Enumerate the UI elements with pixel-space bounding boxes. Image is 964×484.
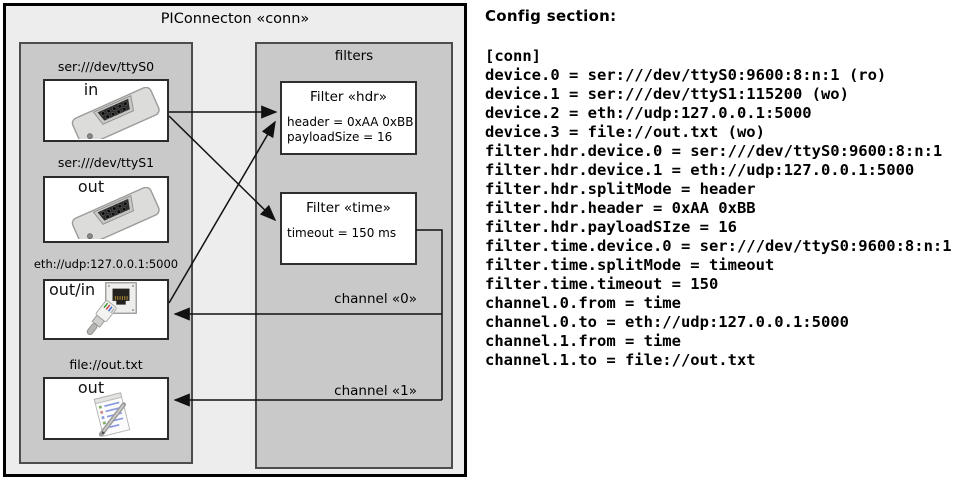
filter-time-title: Filter «time» — [306, 200, 391, 216]
diagram-title: PIConnecton «conn» — [160, 11, 310, 27]
piconnecton-diagram: PIConnecton «conn» ser:///dev/ttyS0 in — [3, 3, 467, 477]
config-line: filter.time.device.0 = ser:///dev/ttyS0:… — [485, 237, 952, 255]
serial-connector-icon — [71, 87, 160, 139]
config-panel: Config section: [conn] device.0 = ser://… — [483, 0, 964, 484]
device-url-label-eth: eth://udp:127.0.0.1:5000 — [33, 257, 179, 271]
device-url-label-ttys0: ser:///dev/ttyS0 — [57, 59, 155, 74]
device-box-eth: out/in — [43, 279, 169, 340]
notepad-icon — [93, 392, 131, 437]
config-line: channel.1.to = file://out.txt — [485, 351, 756, 369]
config-listing: [conn] device.0 = ser:///dev/ttyS0:9600:… — [485, 47, 952, 370]
config-line: filter.hdr.header = 0xAA 0xBB — [485, 199, 756, 217]
filter-hdr-attr-header: header = 0xAA 0xBB — [287, 115, 414, 129]
filter-box-hdr: Filter «hdr» header = 0xAA 0xBB payloadS… — [280, 81, 417, 155]
filter-hdr-attr-payloadsize: payloadSize = 16 — [287, 130, 393, 144]
device-direction-label: out — [77, 177, 105, 196]
device-direction-label: in — [83, 80, 99, 99]
config-heading: Config section: — [485, 7, 617, 25]
device-box-ttys1: out — [43, 176, 169, 243]
config-line: device.2 = eth://udp:127.0.0.1:5000 — [485, 104, 812, 122]
config-line: device.1 = ser:///dev/ttyS1:115200 (wo) — [485, 85, 849, 103]
config-line: filter.hdr.payloadSIze = 16 — [485, 218, 737, 236]
config-line: filter.hdr.device.0 = ser:///dev/ttyS0:9… — [485, 142, 943, 160]
config-line: filter.time.timeout = 150 — [485, 275, 719, 293]
filter-box-time: Filter «time» timeout = 150 ms — [280, 192, 417, 265]
config-line: device.0 = ser:///dev/ttyS0:9600:8:n:1 (… — [485, 66, 887, 84]
config-line: channel.1.from = time — [485, 332, 681, 350]
config-line: filter.hdr.splitMode = header — [485, 180, 756, 198]
config-line: channel.0.from = time — [485, 294, 681, 312]
devices-group: ser:///dev/ttyS0 in ser — [19, 42, 193, 464]
channel-1-label: channel «1» — [334, 383, 417, 399]
device-direction-label: out/in — [49, 280, 96, 299]
filters-group-title: filters — [334, 48, 374, 64]
config-line: filter.time.splitMode = timeout — [485, 256, 775, 274]
filters-group: filters Filter «hdr» header = 0xAA 0xBB … — [255, 42, 453, 469]
filter-time-attr-timeout: timeout = 150 ms — [287, 226, 397, 240]
rj45-plug-icon — [86, 300, 117, 336]
device-url-label-ttys1: ser:///dev/ttyS1 — [57, 155, 155, 170]
device-box-ttys0: in — [43, 79, 169, 142]
device-box-file: out — [43, 377, 169, 440]
serial-connector-icon — [71, 187, 160, 239]
channel-0-label: channel «0» — [334, 291, 417, 307]
filter-hdr-title: Filter «hdr» — [310, 89, 387, 105]
config-line: filter.hdr.device.1 = eth://udp:127.0.0.… — [485, 161, 915, 179]
config-line: device.3 = file://out.txt (wo) — [485, 123, 765, 141]
config-line: channel.0.to = eth://udp:127.0.0.1:5000 — [485, 313, 849, 331]
config-line: [conn] — [485, 47, 541, 65]
device-url-label-file: file://out.txt — [69, 357, 143, 372]
device-direction-label: out — [77, 378, 105, 397]
